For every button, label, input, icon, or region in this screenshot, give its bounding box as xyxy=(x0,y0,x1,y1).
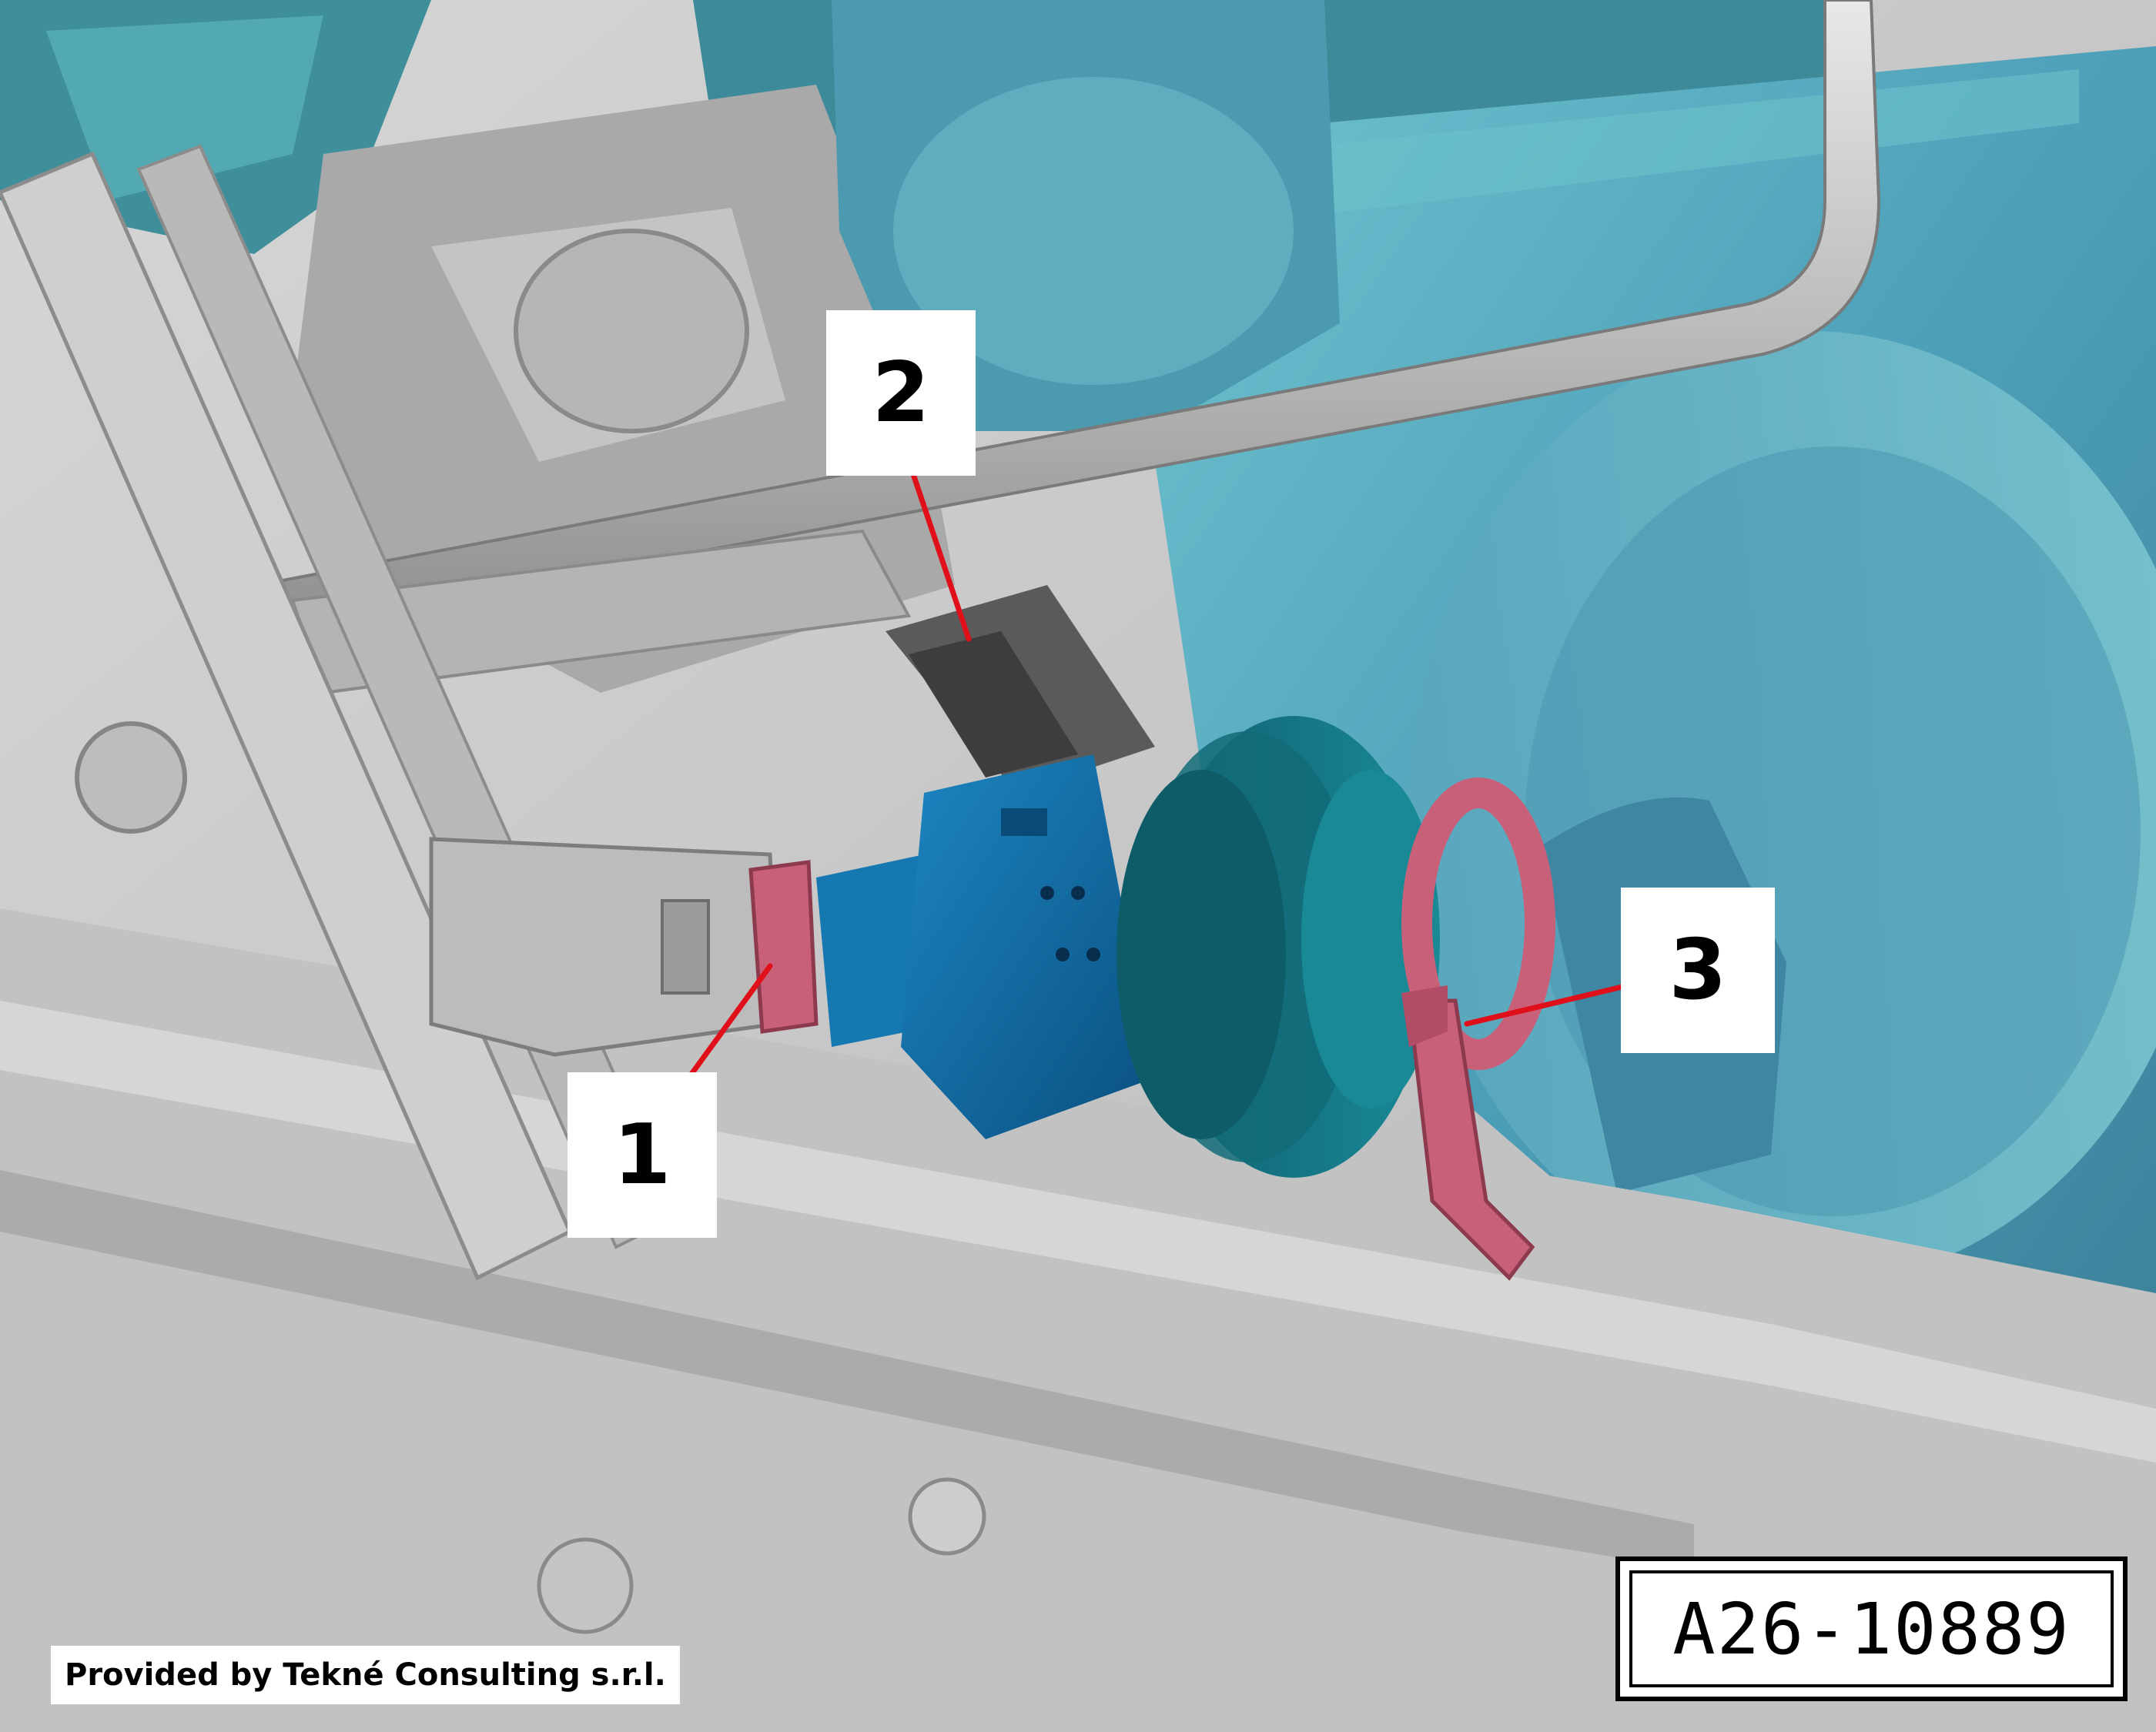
pulley xyxy=(1116,716,1440,1178)
pipe-rods xyxy=(256,0,1881,695)
subframe xyxy=(0,144,2156,1732)
leader-line-3 xyxy=(1464,982,1632,1027)
clamp-3 xyxy=(1401,777,1555,1281)
reference-code-box: A26-10889 xyxy=(1615,1556,2128,1701)
callout-1: 1 xyxy=(567,1072,717,1238)
callout-2: 2 xyxy=(826,310,976,476)
leader-line-1 xyxy=(675,963,773,1096)
sensor-body xyxy=(886,585,1155,793)
reference-code: A26-10889 xyxy=(1629,1570,2114,1687)
credit-label: Provided by Tekné Consulting s.r.l. xyxy=(51,1646,680,1704)
leader-line-2 xyxy=(906,457,972,642)
callout-3: 3 xyxy=(1621,888,1775,1053)
blue-connector xyxy=(816,754,1155,1139)
exhaust-pipe xyxy=(429,837,780,1057)
clamp-1 xyxy=(748,860,819,1034)
